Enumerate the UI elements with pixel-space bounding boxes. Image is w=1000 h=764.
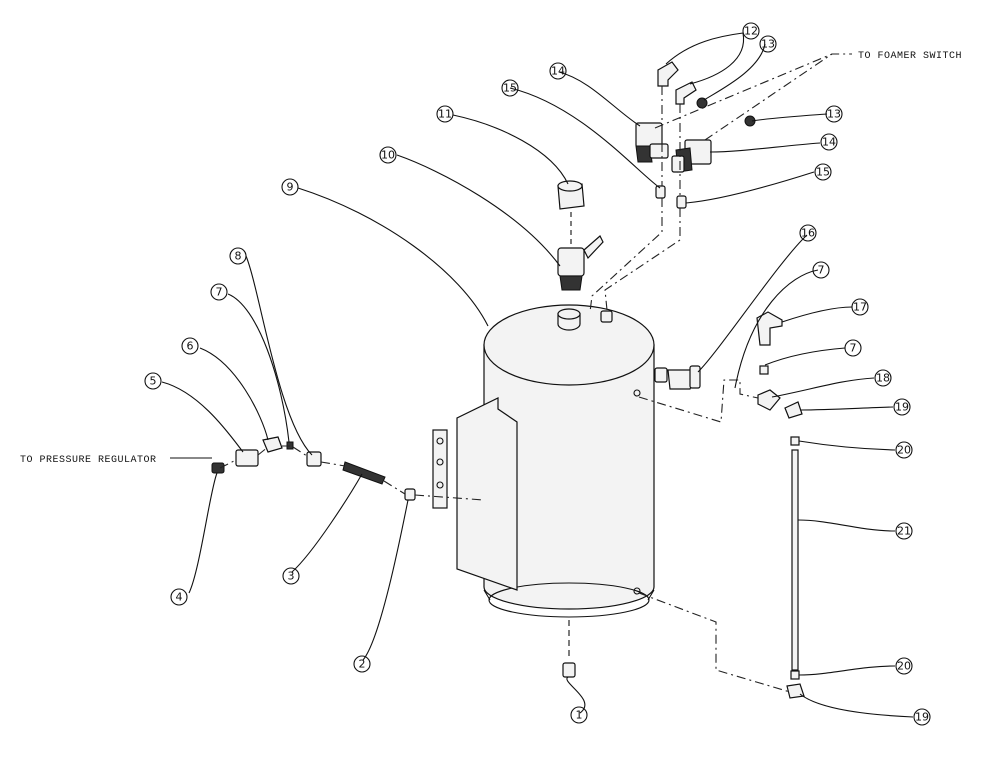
part-solenoid-right: [671, 139, 712, 173]
svg-text:13: 13: [761, 38, 775, 51]
svg-text:12: 12: [744, 25, 758, 38]
callout-19b: 19: [913, 708, 931, 726]
callout-20a: 20: [895, 441, 913, 459]
part-valve-top: [557, 212, 604, 291]
svg-text:20: 20: [897, 444, 911, 457]
callout-3: 3: [282, 567, 300, 585]
tank: [483, 304, 655, 618]
note-pressure-regulator: TO PRESSURE REGULATOR: [20, 455, 157, 466]
callout-1: 1: [570, 706, 588, 724]
svg-text:3: 3: [288, 570, 295, 583]
svg-text:4: 4: [176, 591, 183, 604]
svg-text:13: 13: [827, 108, 841, 121]
callout-15b: 15: [814, 163, 832, 181]
callout-5: 5: [144, 372, 162, 390]
part-elbows: [657, 61, 697, 105]
svg-text:9: 9: [287, 181, 294, 194]
callout-2: 2: [353, 655, 371, 673]
svg-text:10: 10: [381, 149, 395, 162]
callout-13b: 13: [825, 105, 843, 123]
svg-text:14: 14: [822, 136, 836, 149]
part-fitting-15a: [655, 185, 666, 199]
callout-14a: 14: [549, 62, 567, 80]
callout-16: 16: [799, 224, 817, 242]
svg-text:8: 8: [235, 250, 242, 263]
svg-text:7: 7: [818, 264, 825, 277]
part-solenoid-left: [635, 122, 669, 163]
callout-12: 12: [742, 22, 760, 40]
svg-text:5: 5: [150, 375, 157, 388]
svg-text:14: 14: [551, 65, 565, 78]
svg-text:15: 15: [816, 166, 830, 179]
svg-text:19: 19: [895, 401, 909, 414]
svg-text:6: 6: [187, 340, 194, 353]
callout-6: 6: [181, 337, 199, 355]
svg-text:17: 17: [853, 301, 867, 314]
svg-text:21: 21: [897, 525, 911, 538]
callout-13a: 13: [759, 35, 777, 53]
callout-4: 4: [170, 588, 188, 606]
callout-9: 9: [281, 178, 299, 196]
svg-text:11: 11: [438, 108, 452, 121]
callout-7b: 7: [812, 261, 830, 279]
callout-15a: 15: [501, 79, 519, 97]
svg-text:19: 19: [915, 711, 929, 724]
callout-7a: 7: [210, 283, 228, 301]
svg-text:1: 1: [576, 709, 583, 722]
svg-text:7: 7: [216, 286, 223, 299]
callout-21: 21: [895, 522, 913, 540]
svg-text:18: 18: [876, 372, 890, 385]
svg-text:2: 2: [359, 658, 366, 671]
callout-20b: 20: [895, 657, 913, 675]
callouts: 1 2 3 4 5 6 7 7 7 8 9 10 11 12 13 13 14 …: [144, 22, 931, 726]
part-drain-elbow: [562, 620, 576, 678]
svg-text:20: 20: [897, 660, 911, 673]
callout-8: 8: [229, 247, 247, 265]
callout-7c: 7: [844, 339, 862, 357]
callout-18: 18: [874, 369, 892, 387]
part-side-elbow: [654, 365, 701, 390]
leader-lines: [161, 32, 914, 718]
callout-19a: 19: [893, 398, 911, 416]
note-foamer-switch: TO FOAMER SWITCH: [858, 51, 962, 62]
mounting-bracket: [432, 397, 518, 591]
part-sight-gauge: [786, 436, 805, 699]
callout-11: 11: [436, 105, 454, 123]
part-left-fittings: [211, 436, 416, 501]
part-fitting-15b: [676, 195, 687, 209]
svg-text:16: 16: [801, 227, 815, 240]
svg-text:15: 15: [503, 82, 517, 95]
svg-text:7: 7: [850, 342, 857, 355]
part-cap: [557, 180, 585, 210]
callout-10: 10: [379, 146, 397, 164]
part-tee-fitting: [756, 311, 803, 419]
callout-14b: 14: [820, 133, 838, 151]
callout-17: 17: [851, 298, 869, 316]
